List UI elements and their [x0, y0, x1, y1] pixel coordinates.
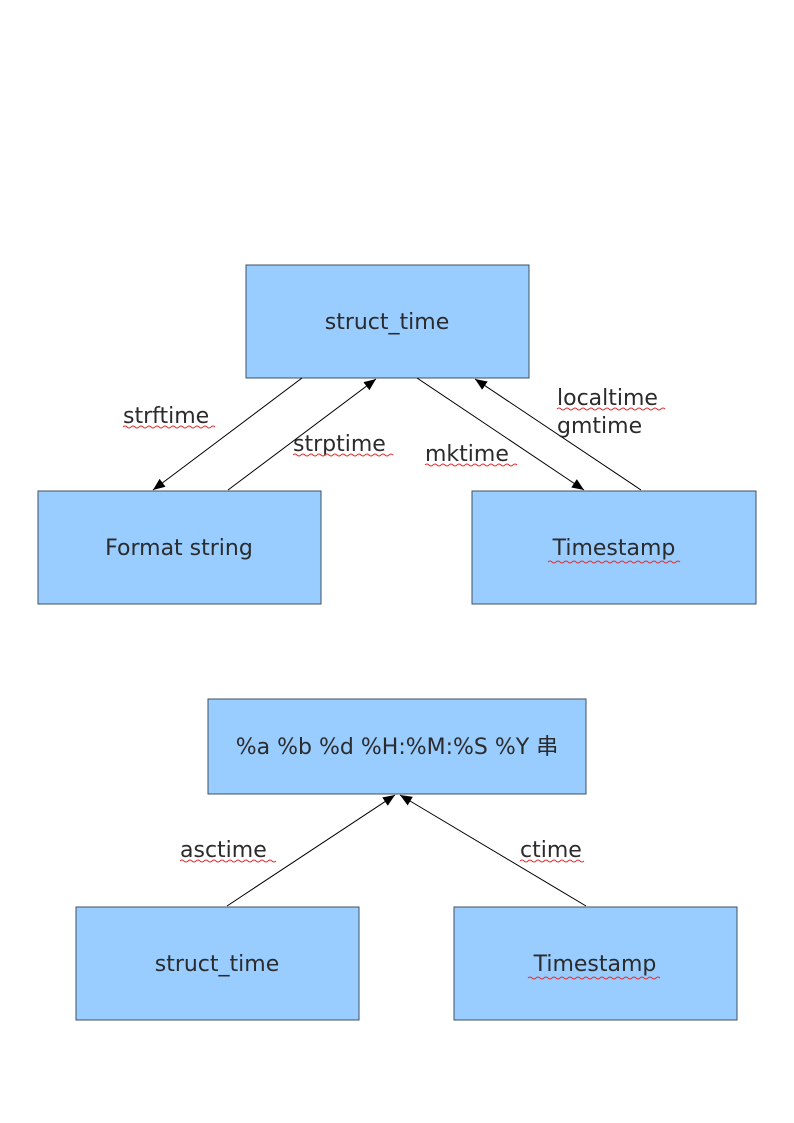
edge-ctime-line — [399, 794, 587, 907]
edge-localtime-gmtime: localtime gmtime — [474, 378, 666, 491]
edge-localtime-label: localtime — [557, 386, 658, 411]
spellcheck-underline — [292, 453, 394, 457]
node-timestamp-bottom: Timestamp — [453, 906, 738, 1021]
bottom-diagram: %a %b %d %H:%M:%S %Y 串 struct_time Times… — [75, 698, 738, 1021]
node-format-output: %a %b %d %H:%M:%S %Y 串 — [207, 698, 587, 795]
node-timestamp-bottom-label: Timestamp — [533, 952, 657, 977]
edge-asctime: asctime — [179, 794, 396, 907]
spellcheck-underline — [556, 407, 666, 411]
node-struct-time-bottom: struct_time — [75, 906, 360, 1021]
edge-strftime-line — [152, 377, 303, 491]
edge-localtime-gmtime-line — [474, 378, 642, 491]
spellcheck-underline — [122, 425, 216, 429]
node-struct-time-top-label: struct_time — [325, 310, 450, 335]
edge-mktime-label: mktime — [425, 442, 509, 467]
edge-mktime: mktime — [416, 377, 585, 491]
top-diagram: struct_time Format string Timestamp strf… — [37, 264, 757, 605]
edge-strftime-label: strftime — [123, 404, 209, 429]
edge-ctime-label: ctime — [520, 838, 582, 863]
edge-ctime: ctime — [399, 794, 587, 907]
edge-strftime: strftime — [122, 377, 303, 491]
node-struct-time-bottom-label: struct_time — [155, 952, 280, 977]
spellcheck-underline — [519, 859, 585, 863]
node-format-string: Format string — [37, 490, 322, 605]
node-format-string-label: Format string — [105, 536, 253, 561]
node-format-output-label: %a %b %d %H:%M:%S %Y 串 — [236, 735, 558, 760]
spellcheck-underline — [424, 463, 518, 467]
spellcheck-underline — [179, 859, 277, 863]
edge-asctime-label: asctime — [180, 838, 267, 863]
edge-mktime-line — [416, 377, 585, 491]
node-struct-time-top: struct_time — [245, 264, 530, 379]
edge-gmtime-label: gmtime — [557, 414, 642, 439]
edge-strptime-label: strptime — [293, 432, 386, 457]
spellcheck-underline — [547, 560, 681, 564]
node-timestamp-top-label: Timestamp — [552, 536, 676, 561]
node-timestamp-top: Timestamp — [471, 490, 757, 605]
edge-strptime-line — [227, 378, 377, 491]
spellcheck-underline — [527, 976, 661, 980]
edge-strptime: strptime — [227, 378, 394, 491]
edge-asctime-line — [226, 794, 396, 907]
